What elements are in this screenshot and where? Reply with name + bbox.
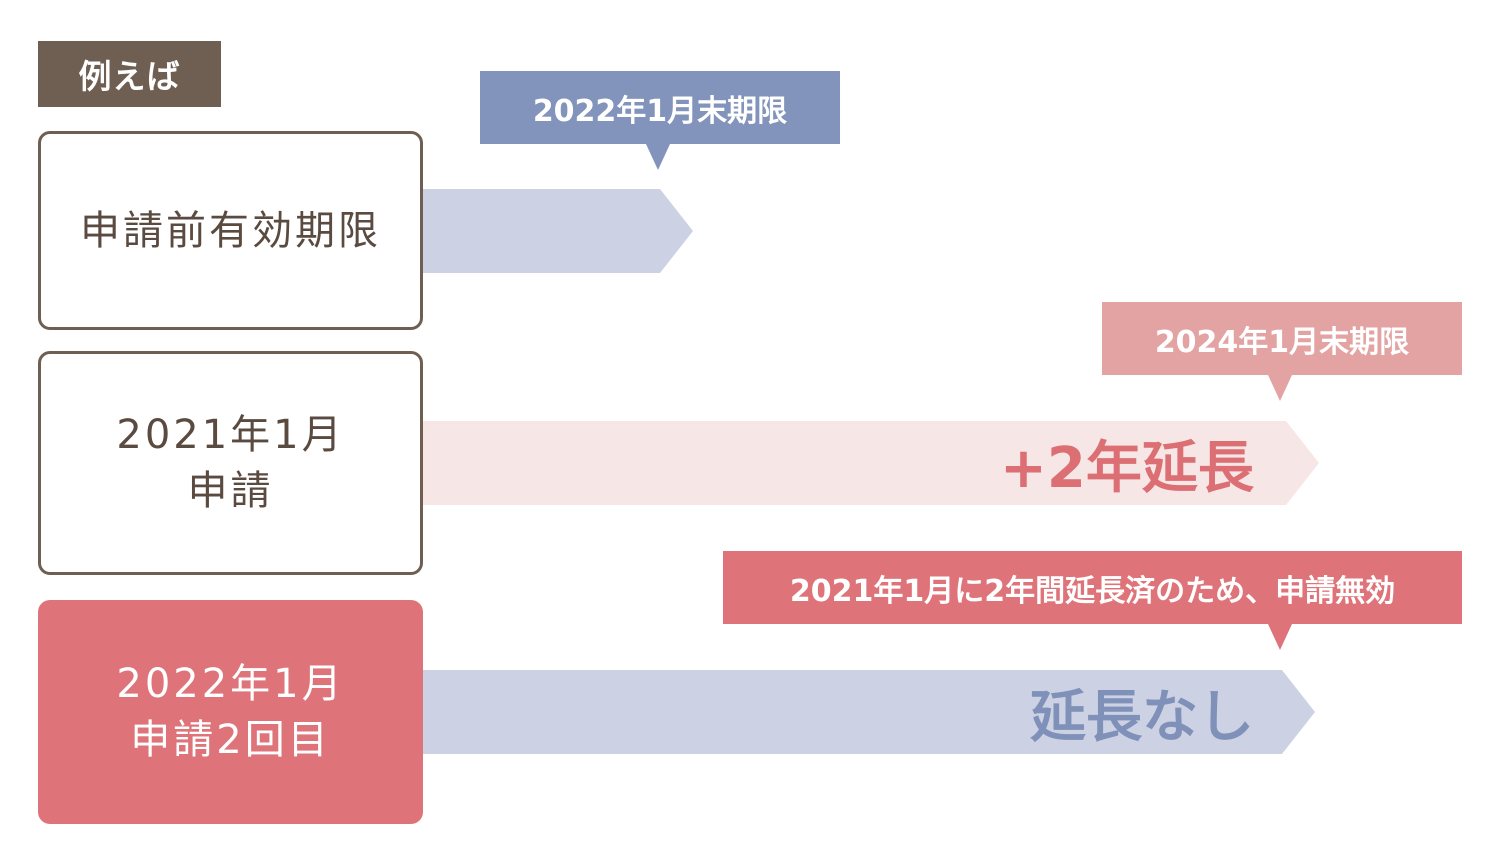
callout-row-1 <box>480 71 840 170</box>
callout-row-1-text: 2022年1月末期限 <box>480 71 840 144</box>
callout-row-2 <box>1102 302 1462 401</box>
callout-row-2-label: 2024年1月末期限 <box>1154 324 1410 360</box>
example-badge-label: 例えば <box>78 57 181 96</box>
arrow-row-3 <box>423 670 1315 754</box>
callout-row-1-label: 2022年1月末期限 <box>532 93 788 129</box>
row-box-line: 申請前有効期限 <box>80 207 381 254</box>
callout-row-3-label: 2021年1月に2年間延長済のため、申請無効 <box>789 573 1396 609</box>
row-box-line: 申請 <box>187 468 274 514</box>
row-box-second-application: 2022年1月 申請2回目 <box>38 600 423 824</box>
arrow-row-2-label: +2年延長 <box>1000 421 1254 505</box>
row-box-first-application: 2021年1月 申請 <box>38 351 423 575</box>
example-badge: 例えば <box>38 41 221 107</box>
callout-row-3-text: 2021年1月に2年間延長済のため、申請無効 <box>723 551 1462 624</box>
arrow-row-2 <box>423 421 1319 505</box>
row-box-line: 2022年1月 <box>116 661 345 707</box>
no-extension-label: 延長なし <box>1030 684 1254 750</box>
row-box-line: 2021年1月 <box>116 412 345 458</box>
arrow-row-1 <box>423 189 693 273</box>
extension-label: +2年延長 <box>1000 435 1254 501</box>
arrow-row-3-label: 延長なし <box>1030 670 1254 754</box>
row-box-line: 申請2回目 <box>130 717 331 763</box>
callout-row-2-text: 2024年1月末期限 <box>1102 302 1462 375</box>
row-box-pre-application: 申請前有効期限 <box>38 131 423 330</box>
callout-row-3 <box>723 551 1462 650</box>
